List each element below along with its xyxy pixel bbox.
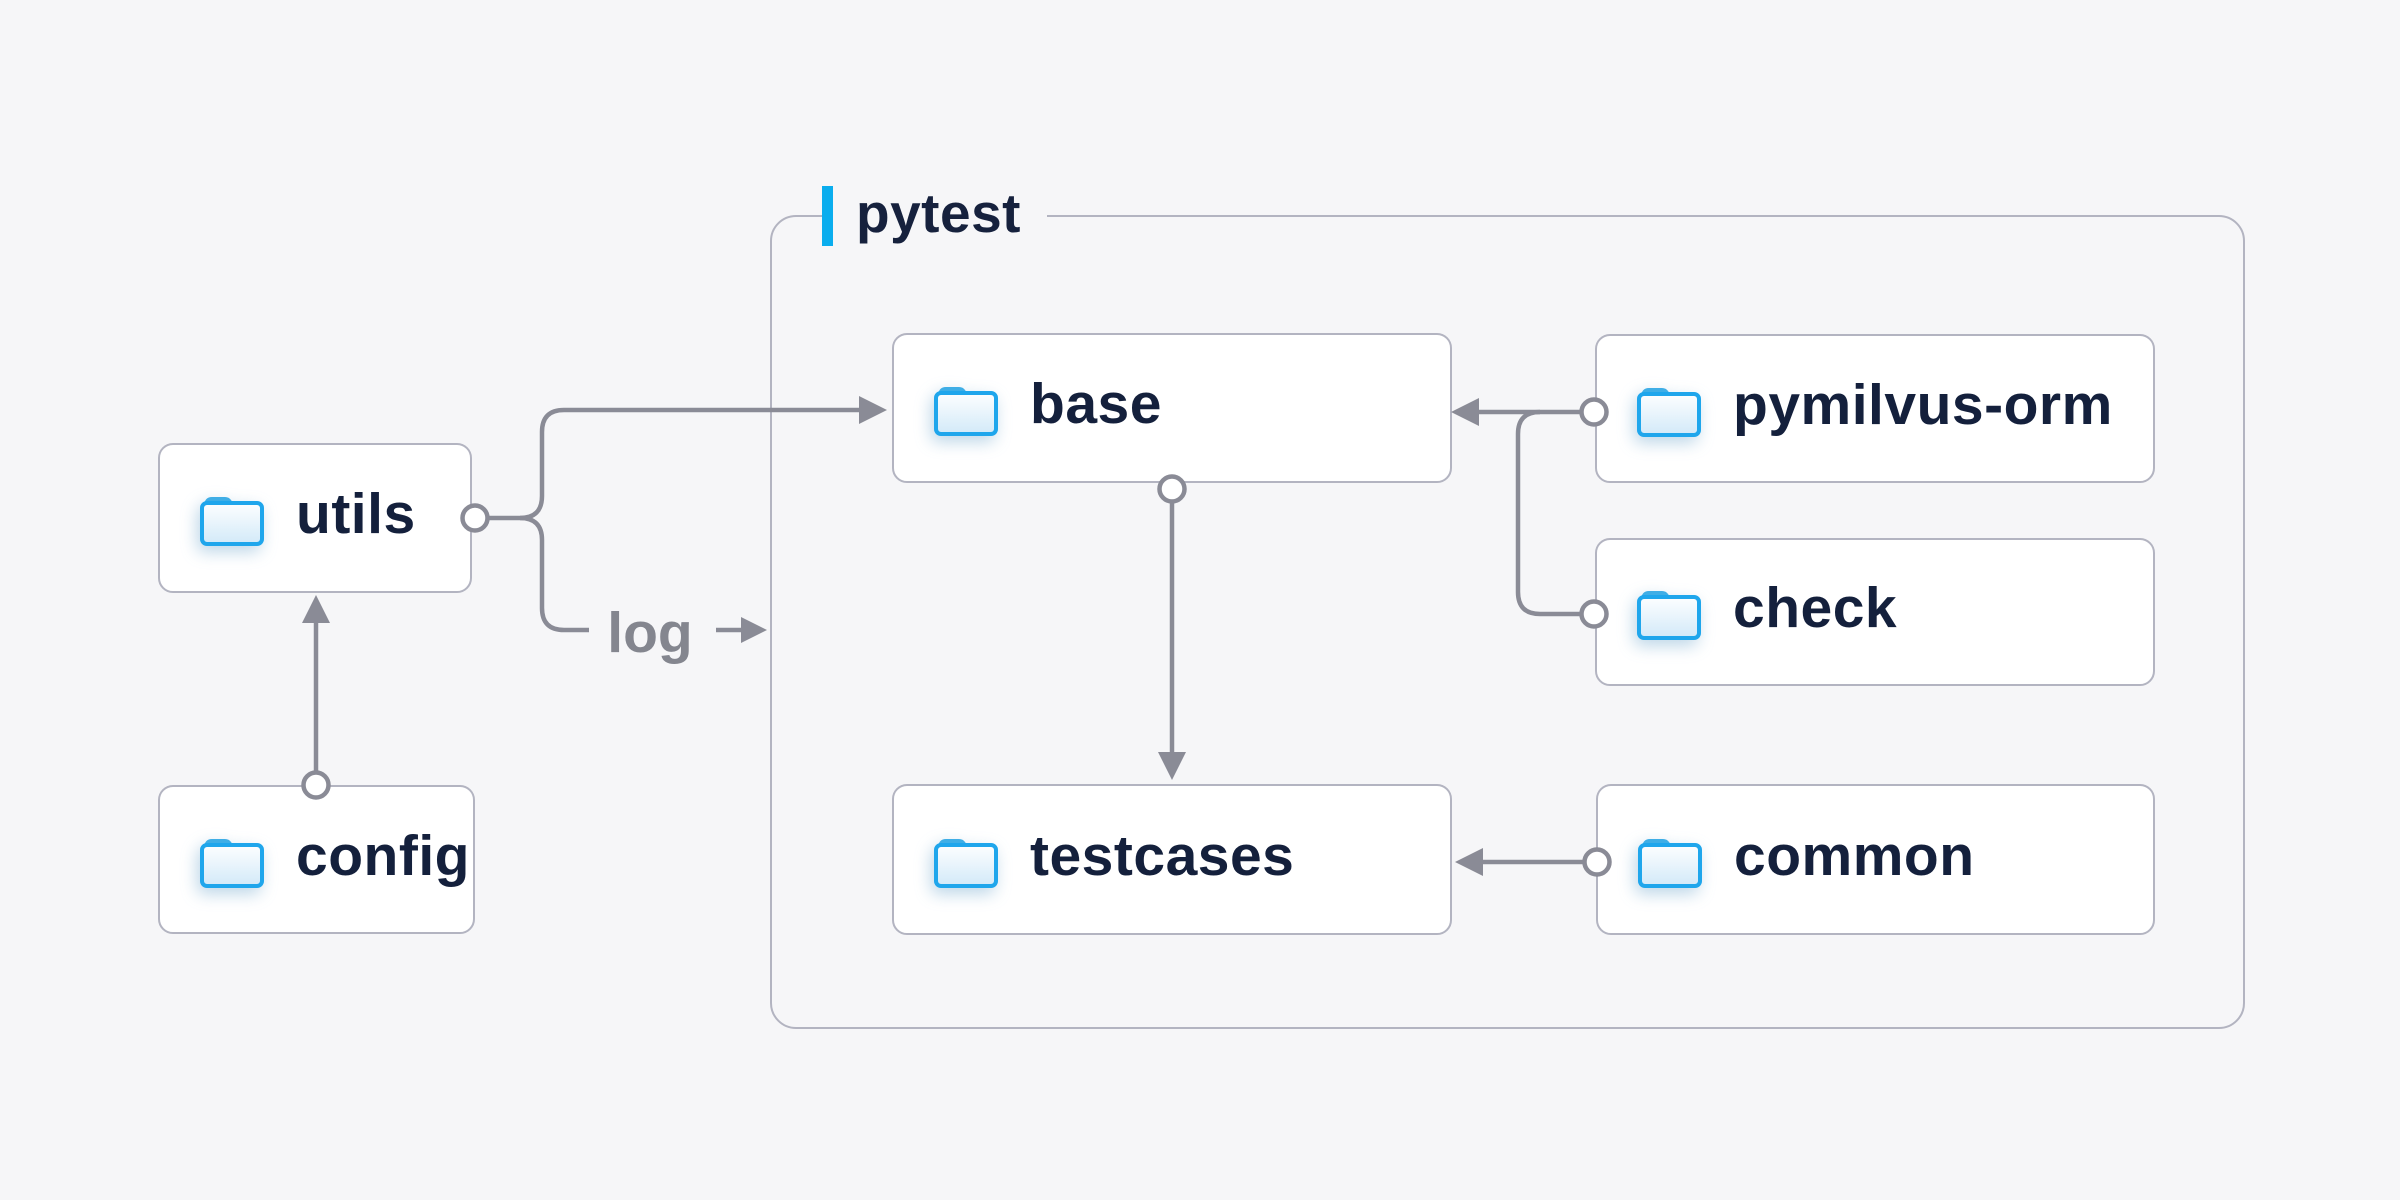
edge-utils-log-line: [519, 515, 589, 633]
node-check: check: [1595, 538, 2155, 686]
node-testcases: testcases: [892, 784, 1452, 935]
folder-icon: [1638, 838, 1702, 888]
folder-icon: [934, 838, 998, 888]
log-edge-label: log: [607, 601, 693, 665]
edge-log-group-arrowhead: [741, 617, 767, 643]
node-base-label: base: [1030, 372, 1162, 436]
node-common: common: [1596, 784, 2155, 935]
node-config-label: config: [296, 823, 470, 888]
pytest-group-label: pytest: [856, 182, 1021, 244]
node-testcases-label: testcases: [1030, 823, 1295, 888]
folder-icon: [200, 838, 264, 888]
folder-icon: [1637, 591, 1701, 640]
node-utils-label: utils: [296, 482, 416, 546]
edge-config-utils-arrowhead: [302, 595, 330, 623]
pytest-group-header: pytest: [822, 182, 1047, 247]
node-config: config: [158, 785, 475, 934]
node-pymilvus-orm: pymilvus-orm: [1595, 334, 2155, 483]
node-check-label: check: [1733, 576, 1898, 640]
node-utils: utils: [158, 443, 472, 593]
node-base: base: [892, 333, 1452, 483]
node-pymilvus-orm-label: pymilvus-orm: [1733, 372, 2113, 437]
accent-bar-icon: [822, 186, 833, 246]
folder-icon: [934, 387, 998, 436]
pytest-group: pytest: [770, 182, 2245, 1029]
folder-icon: [200, 497, 264, 546]
node-common-label: common: [1734, 823, 1975, 888]
folder-icon: [1637, 387, 1701, 437]
